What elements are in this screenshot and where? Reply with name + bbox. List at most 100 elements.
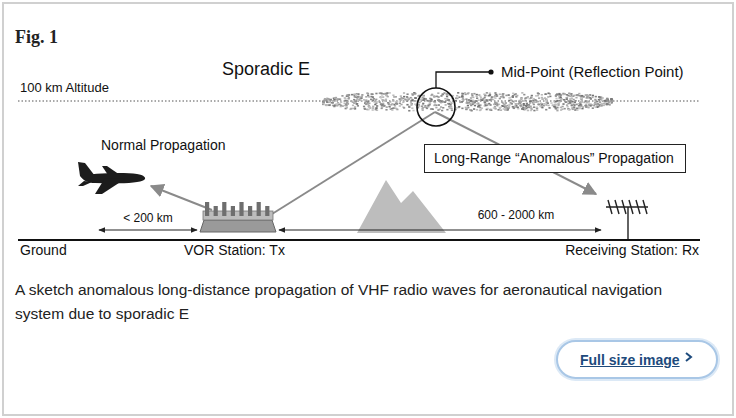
cloud-speck xyxy=(346,94,348,96)
cloud-speck xyxy=(502,96,504,98)
cloud-speck xyxy=(567,106,569,108)
cloud-speck xyxy=(569,95,571,97)
cloud-speck xyxy=(476,95,478,97)
antenna-element xyxy=(643,200,647,214)
cloud-speck xyxy=(393,96,395,98)
cloud-speck xyxy=(580,98,582,100)
cloud-speck xyxy=(576,104,578,106)
cloud-speck xyxy=(345,100,347,102)
cloud-speck xyxy=(346,101,348,103)
cloud-speck xyxy=(542,99,544,101)
cloud-speck xyxy=(533,106,535,108)
cloud-speck xyxy=(399,105,401,107)
cloud-speck xyxy=(530,97,532,99)
cloud-speck xyxy=(415,97,417,99)
cloud-speck xyxy=(520,101,522,103)
cloud-speck xyxy=(556,110,558,112)
cloud-speck xyxy=(337,102,339,104)
cloud-speck xyxy=(533,104,535,106)
cloud-speck xyxy=(568,93,570,95)
cloud-speck xyxy=(433,96,435,98)
cloud-speck xyxy=(368,96,370,98)
cloud-speck xyxy=(388,103,390,105)
cloud-speck xyxy=(414,100,416,102)
cloud-speck xyxy=(422,99,424,101)
cloud-speck xyxy=(403,107,405,109)
cloud-speck xyxy=(444,101,446,103)
airplane xyxy=(78,162,145,194)
cloud-speck xyxy=(594,99,596,101)
cloud-speck xyxy=(575,100,577,102)
cloud-speck xyxy=(325,104,327,106)
cloud-speck xyxy=(476,109,478,111)
cloud-speck xyxy=(491,96,493,98)
cloud-speck xyxy=(414,100,416,102)
cloud-speck xyxy=(368,106,370,108)
cloud-speck xyxy=(556,93,558,95)
cloud-speck xyxy=(366,101,368,103)
cloud-speck xyxy=(510,99,512,101)
cloud-speck xyxy=(604,100,606,102)
box-text: Long-Range “Anomalous” Propagation xyxy=(434,150,676,166)
cloud-speck xyxy=(555,108,557,110)
cloud-speck xyxy=(476,103,478,105)
cloud-speck xyxy=(569,102,571,104)
cloud-speck xyxy=(514,100,516,102)
cloud-speck xyxy=(322,103,324,105)
ground-line xyxy=(18,239,700,241)
cloud-speck xyxy=(512,93,514,95)
cloud-speck xyxy=(573,95,575,97)
cloud-speck xyxy=(488,99,490,101)
cloud-speck xyxy=(543,103,545,105)
cloud-speck xyxy=(372,107,374,109)
cloud-speck xyxy=(524,98,526,100)
cloud-speck xyxy=(323,100,325,102)
cloud-speck xyxy=(434,100,436,102)
cloud-speck xyxy=(422,95,424,97)
cloud-speck xyxy=(332,102,334,104)
cloud-speck xyxy=(512,95,514,97)
cloud-speck xyxy=(544,93,546,95)
cloud-speck xyxy=(434,96,436,98)
cloud-speck xyxy=(410,104,412,106)
cloud-speck xyxy=(588,95,590,97)
cloud-speck xyxy=(515,106,517,108)
cloud-speck xyxy=(536,109,538,111)
cloud-speck xyxy=(557,104,559,106)
cloud-speck xyxy=(421,108,423,110)
cloud-speck xyxy=(533,101,535,103)
cloud-speck xyxy=(555,98,557,100)
cloud-speck xyxy=(391,109,393,111)
cloud-speck xyxy=(375,107,377,109)
cloud-speck xyxy=(386,92,388,94)
cloud-speck xyxy=(429,102,431,104)
cloud-speck xyxy=(379,96,381,98)
cloud-speck xyxy=(533,110,535,112)
cloud-speck xyxy=(350,100,352,102)
cloud-speck xyxy=(581,95,583,97)
cloud-speck xyxy=(470,100,472,102)
cloud-speck xyxy=(562,94,564,96)
cloud-speck xyxy=(392,107,394,109)
cloud-speck xyxy=(591,97,593,99)
cloud-speck xyxy=(380,104,382,106)
cloud-speck xyxy=(382,103,384,105)
cloud-speck xyxy=(573,106,575,108)
antenna-element xyxy=(248,206,252,216)
cloud-speck xyxy=(351,94,353,96)
antenna-element xyxy=(239,202,243,216)
cloud-speck xyxy=(442,101,444,103)
cloud-speck xyxy=(445,104,447,106)
cloud-speck xyxy=(610,98,612,100)
cloud-speck xyxy=(408,106,410,108)
cloud-speck xyxy=(560,109,562,111)
cloud-speck xyxy=(506,109,508,111)
cloud-speck xyxy=(370,99,372,101)
cloud-speck xyxy=(539,106,541,108)
cloud-speck xyxy=(579,107,581,109)
cloud-speck xyxy=(609,104,611,106)
normal-ray xyxy=(151,186,212,210)
cloud-speck xyxy=(325,105,327,107)
cloud-speck xyxy=(433,105,435,107)
cloud-speck xyxy=(471,93,473,95)
